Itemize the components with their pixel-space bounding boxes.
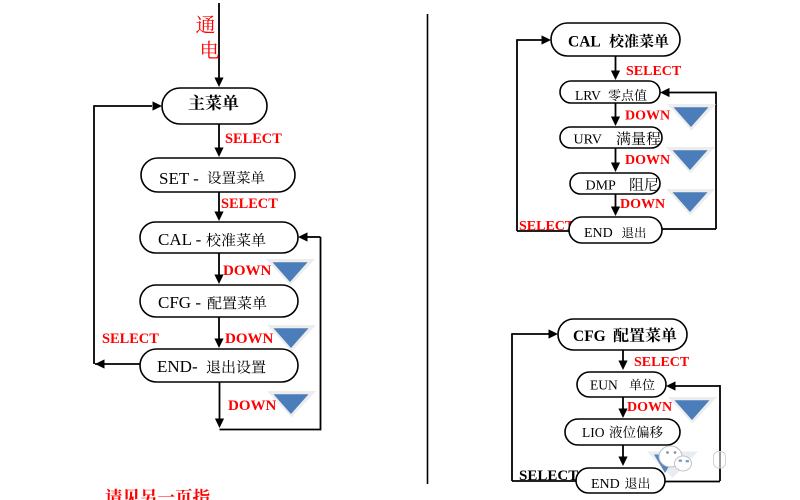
svg-text:DOWN: DOWN [625,109,670,124]
svg-text:DOWN: DOWN [625,153,670,168]
svg-text:CFG: CFG [573,328,606,345]
svg-text:DOWN: DOWN [223,263,272,279]
svg-text:SELECT: SELECT [225,131,282,147]
svg-text:CAL -: CAL - [158,230,202,249]
svg-text:DOWN: DOWN [228,398,277,414]
svg-text:SELECT: SELECT [626,64,682,79]
svg-text:DMP: DMP [586,179,617,194]
svg-text:END: END [591,477,620,492]
svg-text:END-: END- [157,357,198,376]
svg-text:SELECT: SELECT [221,196,278,212]
svg-text:DOWN: DOWN [627,400,672,415]
svg-text:DOWN: DOWN [620,197,665,212]
svg-text:EUN: EUN [590,378,618,393]
svg-text:LIO: LIO [582,425,605,440]
svg-text:END: END [584,226,613,241]
svg-text:SELECT: SELECT [519,468,578,484]
svg-text:SELECT: SELECT [634,355,690,370]
svg-text:SET -: SET - [159,169,199,188]
svg-text:SELECT: SELECT [102,331,159,347]
svg-text:DOWN: DOWN [225,331,274,347]
svg-text:LRV: LRV [575,88,601,103]
svg-text:URV: URV [574,133,602,148]
svg-text:CAL: CAL [568,34,601,51]
svg-text:CFG -: CFG - [158,293,201,312]
